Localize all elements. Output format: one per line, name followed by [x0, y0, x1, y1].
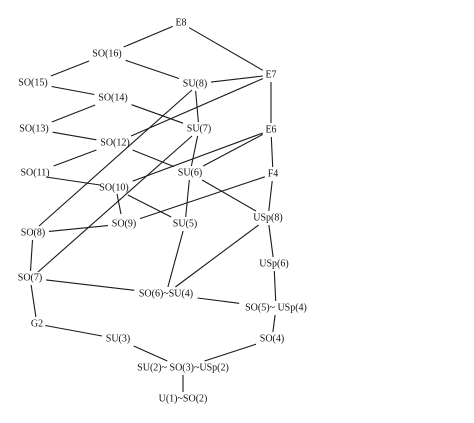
edge-f4-so9 — [139, 176, 265, 220]
node-so12: SO(12) — [100, 137, 129, 148]
edge-e6-su6 — [202, 133, 264, 167]
node-so8: SO(8) — [21, 227, 45, 238]
node-so15: SO(15) — [18, 77, 47, 88]
edge-so7-so6su4 — [45, 279, 135, 291]
node-su8: SU(8) — [183, 78, 207, 89]
edge-usp8-so6su4 — [175, 224, 259, 288]
edge-e6-f4 — [270, 136, 274, 168]
edge-su7-so7 — [37, 135, 193, 273]
edge-so8-so7 — [29, 239, 34, 272]
edge-su5-so6su4 — [167, 230, 184, 288]
node-su5: SU(5) — [173, 218, 197, 229]
edges-layer — [29, 25, 277, 392]
edge-g2-su3 — [45, 324, 103, 337]
node-usp6: USp(6) — [259, 258, 288, 269]
node-su2: SU(2)~ SO(3)~USp(2) — [137, 362, 229, 373]
edge-su8-so8 — [38, 89, 193, 227]
edge-e6-so10 — [132, 132, 263, 182]
edge-su3-su2 — [133, 345, 168, 362]
node-so16: SO(16) — [92, 48, 121, 59]
node-e7: E7 — [265, 69, 276, 80]
node-e8: E8 — [175, 17, 186, 28]
node-su3: SU(3) — [106, 333, 130, 344]
edge-so12-su6 — [132, 149, 175, 168]
node-so11: SO(11) — [20, 167, 49, 178]
node-su6: SU(6) — [178, 167, 202, 178]
edge-e7-so12 — [130, 78, 264, 137]
edge-so7-g2 — [30, 284, 37, 318]
edge-so14-so13 — [51, 104, 96, 123]
edge-usp6-so5usp4 — [273, 270, 277, 302]
edge-so9-so8 — [48, 225, 109, 232]
edge-e8-so16 — [123, 25, 174, 48]
edge-su7-su6 — [190, 135, 199, 167]
node-f4: F4 — [268, 168, 279, 179]
edge-su8-e7 — [210, 75, 263, 83]
edge-su6-su5 — [185, 179, 190, 218]
edge-e8-e7 — [188, 27, 264, 71]
node-so6su4: SO(6)~SU(4) — [139, 288, 193, 299]
edge-f4-usp8 — [268, 180, 273, 212]
node-so9: SO(9) — [112, 218, 136, 229]
edge-so15-so14 — [51, 85, 95, 96]
edge-usp8-usp6 — [268, 224, 274, 258]
edge-so13-so12 — [52, 131, 97, 141]
edge-su6-usp8 — [201, 179, 257, 212]
edge-so11-so10 — [45, 176, 101, 186]
edge-su8-su7 — [195, 90, 199, 123]
node-so10: SO(10) — [99, 182, 128, 193]
edge-so6su4-so5usp4 — [197, 297, 240, 304]
edge-so10-su5 — [127, 194, 172, 218]
node-g2: G2 — [31, 318, 43, 329]
node-usp8: USp(8) — [253, 212, 282, 223]
node-so4: SO(4) — [260, 333, 284, 344]
edge-so10-so9 — [116, 193, 122, 215]
edge-so16-so15 — [50, 60, 90, 77]
node-so13: SO(13) — [19, 123, 48, 134]
node-so5usp4: SO(5)~ USp(4) — [245, 302, 307, 313]
node-u1: U(1)~SO(2) — [159, 393, 208, 404]
edge-so16-su8 — [125, 59, 180, 80]
node-su7: SU(7) — [187, 123, 211, 134]
node-so7: SO(7) — [18, 272, 42, 283]
edge-so4-su2 — [204, 343, 257, 362]
edge-so5usp4-so4 — [272, 314, 276, 333]
edge-so12-so11 — [53, 149, 97, 167]
node-so14: SO(14) — [98, 92, 127, 103]
edge-so14-su7 — [131, 104, 184, 124]
node-e6: E6 — [265, 124, 276, 135]
